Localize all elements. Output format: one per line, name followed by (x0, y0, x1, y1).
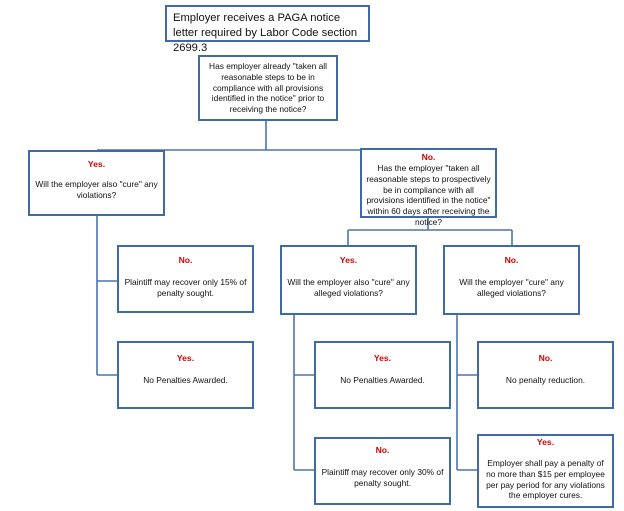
right-question-box: No. Has the employer "taken all reasonab… (360, 148, 497, 227)
far-question-box: No. Will the employer "cure" any alleged… (443, 245, 580, 315)
mid-no-answer: No. (375, 445, 390, 455)
title-text: Employer receives a PAGA notice letter r… (173, 12, 358, 55)
title-box: Employer receives a PAGA notice letter r… (165, 5, 370, 54)
far-question-answer: No. (504, 255, 519, 265)
mid-no-outcome-box: No. Plaintiff may recover only 30% of pe… (314, 437, 451, 505)
far-yes-answer: Yes. (536, 437, 555, 447)
left-yes-text: No Penalties Awarded. (143, 375, 228, 385)
mid-question-box: Yes. Will the employer also "cure" any a… (280, 245, 417, 315)
far-yes-text: Employer shall pay a penalty of no more … (486, 458, 605, 501)
far-yes-outcome-box: Yes. Employer shall pay a penalty of no … (477, 434, 614, 508)
left-question-answer: Yes. (87, 159, 106, 169)
mid-question-answer: Yes. (339, 255, 358, 265)
left-question-text: Will the employer also "cure" any violat… (35, 179, 158, 200)
far-question-text: Will the employer "cure" any alleged vio… (459, 277, 564, 298)
right-question-text: Has the employer "taken all reasonable s… (366, 163, 491, 227)
mid-yes-answer: Yes. (373, 353, 392, 363)
left-no-answer: No. (178, 255, 193, 265)
mid-yes-text: No Penalties Awarded. (340, 375, 425, 385)
left-no-text: Plaintiff may recover only 15% of penalt… (124, 277, 247, 298)
mid-question-text: Will the employer also "cure" any allege… (287, 277, 410, 298)
left-yes-outcome-box: Yes. No Penalties Awarded. (117, 341, 254, 409)
mid-no-text: Plaintiff may recover only 30% of penalt… (321, 467, 444, 488)
far-no-answer: No. (538, 353, 553, 363)
far-no-outcome-box: No. No penalty reduction. (477, 341, 614, 409)
left-question-box: Yes. Will the employer also "cure" any v… (28, 150, 165, 216)
right-question-answer: No. (421, 152, 436, 162)
question-prior-compliance-text: Has employer already "taken all reasonab… (209, 61, 327, 115)
mid-yes-outcome-box: Yes. No Penalties Awarded. (314, 341, 451, 409)
left-yes-answer: Yes. (176, 353, 195, 363)
left-no-outcome-box: No. Plaintiff may recover only 15% of pe… (117, 245, 254, 313)
question-prior-compliance-box: Has employer already "taken all reasonab… (198, 55, 338, 121)
far-no-text: No penalty reduction. (505, 375, 586, 385)
